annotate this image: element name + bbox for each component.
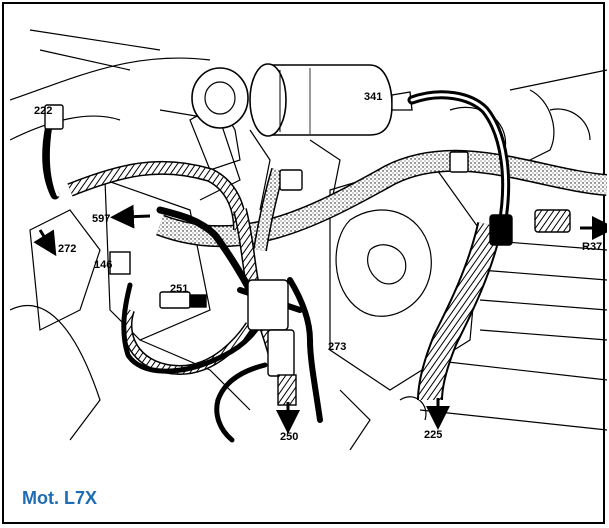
- callout-273: 273: [328, 341, 346, 353]
- callout-250: 250: [280, 431, 298, 443]
- callout-251: 251: [170, 283, 188, 295]
- callout-R37: R37: [582, 241, 602, 253]
- arrow-272: [33, 229, 57, 257]
- dotted-hose: [156, 149, 607, 252]
- engine-wiring-diagram: 222 341 597 272 146 251 273 250 225 R37: [10, 29, 607, 450]
- connectors: [44, 104, 571, 406]
- callout-272: 272: [58, 243, 76, 255]
- arrow-597: [110, 204, 151, 229]
- direction-arrows: [33, 204, 607, 434]
- callout-146: 146: [94, 259, 112, 271]
- callout-225: 225: [424, 429, 442, 441]
- black-wires: [42, 90, 511, 443]
- fuel-filter: [191, 63, 413, 137]
- callout-222: 222: [34, 105, 52, 117]
- engine-caption: Mot. L7X: [22, 488, 97, 508]
- callout-341: 341: [364, 91, 382, 103]
- callout-597: 597: [92, 213, 110, 225]
